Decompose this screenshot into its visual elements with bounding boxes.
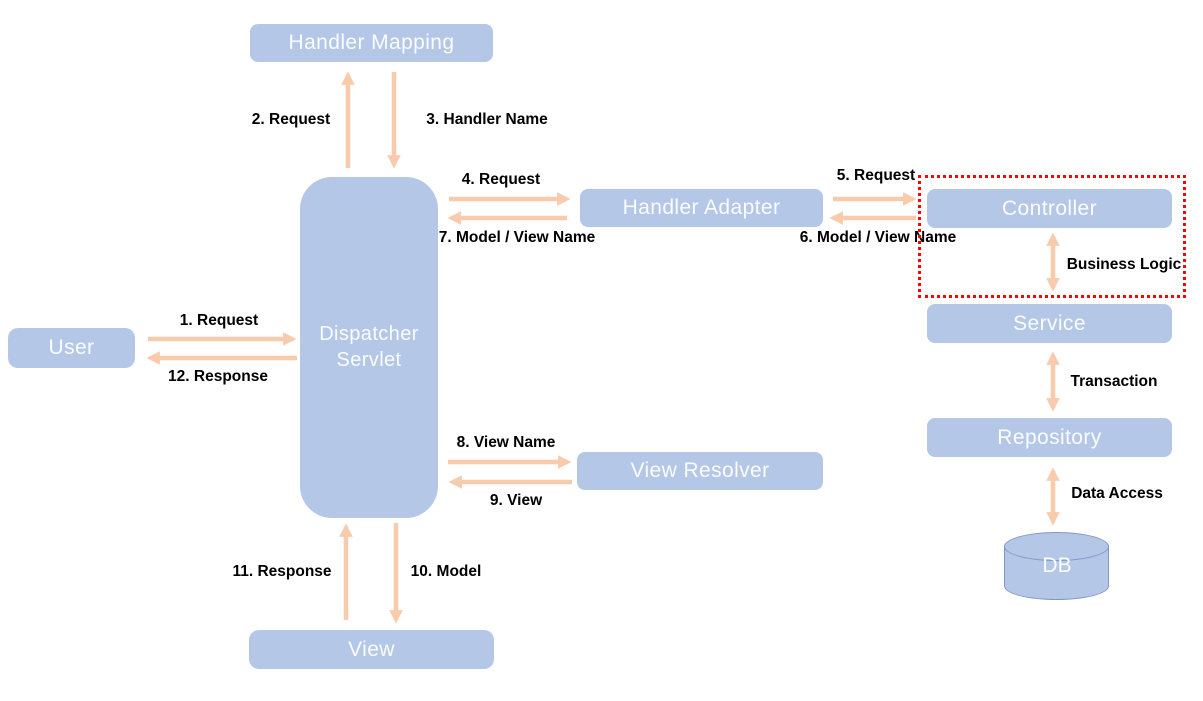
node-dispatcher-servlet: Dispatcher Servlet	[300, 177, 438, 518]
label-step8: 8. View Name	[456, 434, 556, 451]
label-business-logic: Business Logic	[1066, 256, 1182, 273]
node-service: Service	[927, 304, 1172, 343]
label-step12: 12. Response	[168, 368, 268, 385]
label-step5: 5. Request	[836, 167, 916, 184]
node-controller: Controller	[927, 189, 1172, 228]
label-step9: 9. View	[489, 492, 543, 509]
label-step3: 3. Handler Name	[426, 111, 548, 128]
node-handler-adapter: Handler Adapter	[580, 189, 823, 227]
label-step7: 7. Model / View Name	[438, 229, 596, 246]
node-user: User	[8, 328, 135, 368]
label-step11: 11. Response	[232, 563, 332, 580]
node-handler-mapping: Handler Mapping	[250, 24, 493, 62]
label-data-access: Data Access	[1071, 485, 1163, 502]
node-dispatcher-servlet-label: Dispatcher Servlet	[319, 323, 419, 371]
db-cylinder-top	[1004, 532, 1109, 561]
node-db-label: DB	[1042, 554, 1072, 577]
node-view: View	[249, 630, 494, 669]
label-step2: 2. Request	[251, 111, 331, 128]
node-repository: Repository	[927, 418, 1172, 457]
label-step10: 10. Model	[410, 563, 482, 580]
node-db: DB	[1004, 532, 1110, 602]
label-step6: 6. Model / View Name	[799, 229, 957, 246]
label-step1: 1. Request	[179, 312, 259, 329]
node-view-resolver: View Resolver	[577, 452, 823, 490]
label-transaction: Transaction	[1070, 373, 1158, 390]
label-step4: 4. Request	[461, 171, 541, 188]
